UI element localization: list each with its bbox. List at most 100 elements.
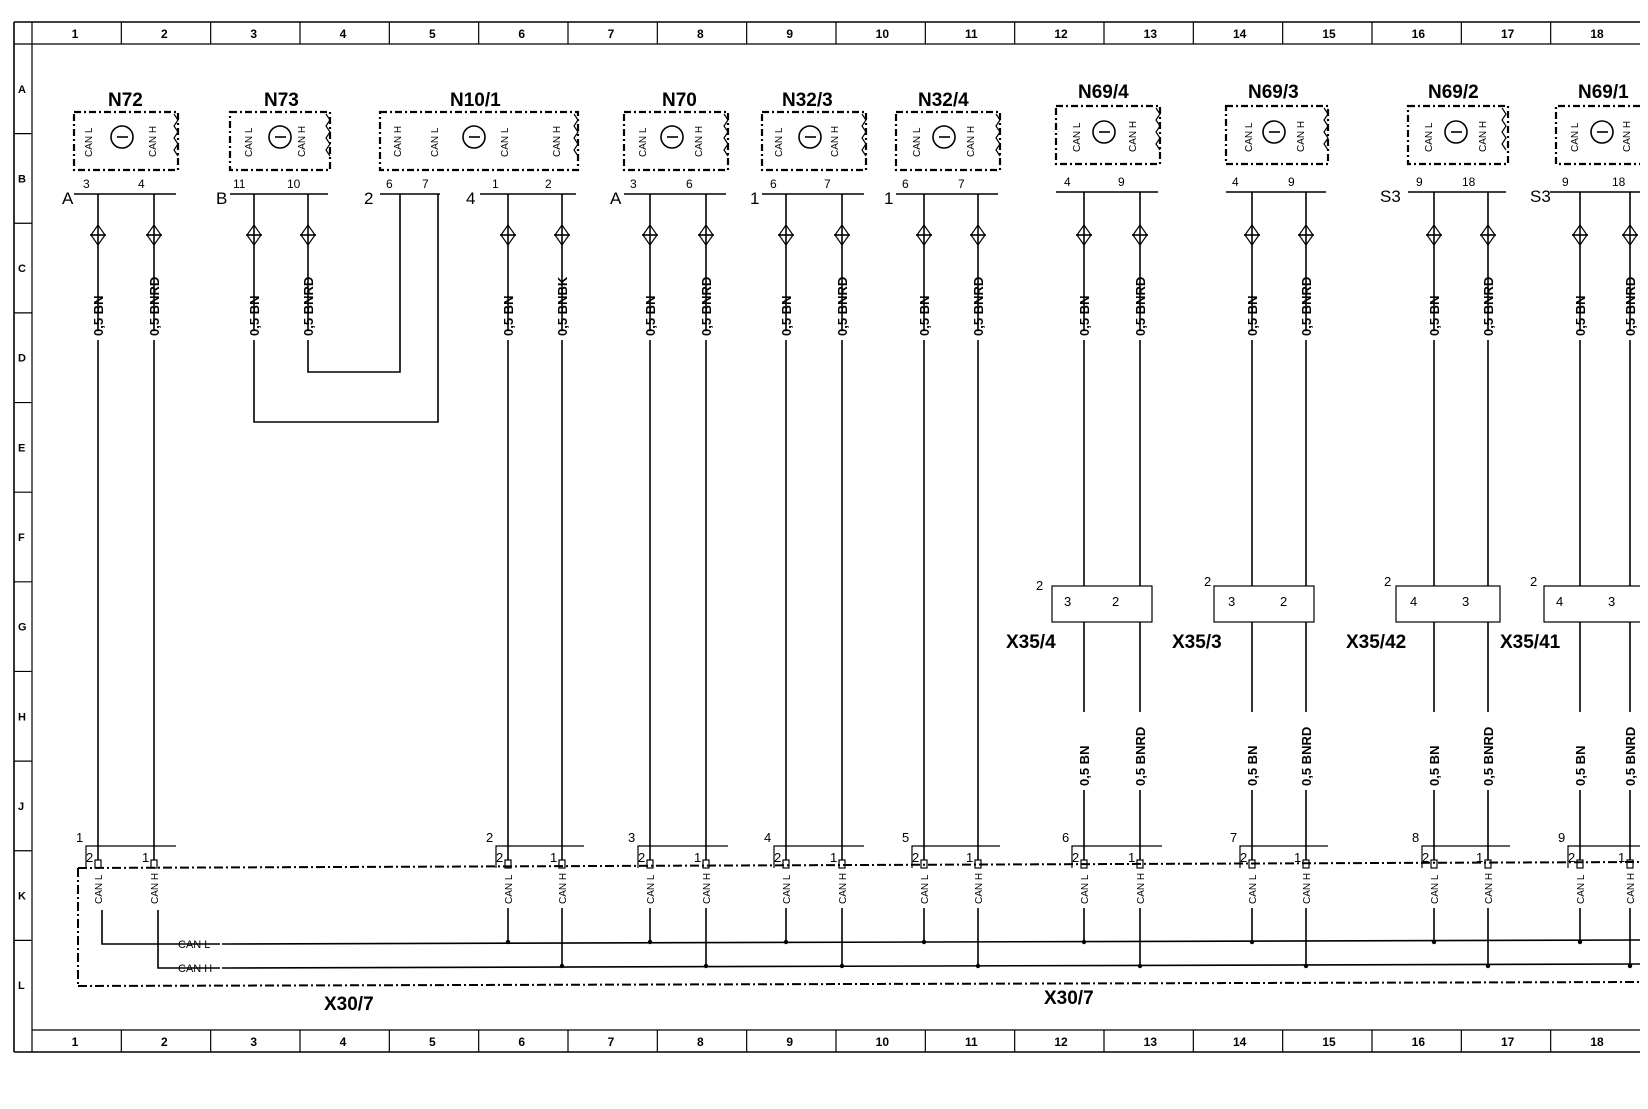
pin-number: 6 (770, 177, 777, 191)
n73-n10-1-link (253, 194, 439, 423)
wire-label: 0,5 BNRD (1133, 277, 1148, 336)
pin-signal: CAN H (393, 126, 404, 157)
pin-number: 3 (1608, 594, 1615, 609)
pin-number: 3 (630, 177, 637, 191)
pin-number: 2 (1240, 850, 1247, 865)
column-number: 5 (429, 1035, 436, 1049)
module-n72: N72 CAN L CAN H A 3 4 (62, 90, 180, 208)
pin-number: 2 (545, 177, 552, 191)
wire-label: 0,5 BN (1245, 296, 1260, 336)
column-number: 4 (340, 27, 347, 41)
pin-signal: CAN H (1296, 121, 1307, 152)
bus-line-label: CAN L (178, 939, 210, 951)
connector-label: X35/4 (1006, 632, 1056, 653)
wire-label: 0,5 BN (247, 296, 262, 336)
wire-label: 0,5 BN (1245, 746, 1260, 786)
module-label: N69/1 (1578, 82, 1629, 103)
wire-label: 0,5 BNRD (1299, 727, 1314, 786)
pin-signal: CAN H (150, 873, 161, 904)
pin-signal: CAN H (974, 873, 985, 904)
pin-number: 2 (912, 850, 919, 865)
module-label: N70 (662, 90, 697, 111)
column-number: 17 (1501, 27, 1515, 41)
group-number: 8 (1412, 830, 1419, 845)
wire-label: 0,5 BN (1077, 296, 1092, 336)
column-number: 13 (1144, 27, 1158, 41)
pin-signal: CAN L (1080, 874, 1091, 904)
pin-contact (838, 859, 846, 869)
column-number: 9 (786, 1035, 793, 1049)
side-label: 2 (364, 189, 373, 208)
pin-contact (1080, 859, 1088, 869)
module-label: N32/4 (918, 90, 969, 111)
connector-x35-4: 2 3 2 X35/4 (1006, 578, 1153, 653)
pin-number: 2 (496, 850, 503, 865)
wire-label: 0,5 BNRD (147, 277, 162, 336)
group-number: 4 (764, 830, 771, 845)
pin-signal: CAN H (1484, 873, 1495, 904)
side-label: A (62, 189, 74, 208)
pin-housing (1071, 845, 1162, 868)
pin-signal: CAN H (694, 126, 705, 157)
row-letter: E (18, 442, 25, 454)
pin-contact (920, 859, 928, 869)
wire-label: 0,5 BN (1573, 746, 1588, 786)
connector-label: X30/7 (324, 994, 374, 1015)
pin-housing (1421, 845, 1510, 868)
pin-number: 2 (1422, 850, 1429, 865)
bus-connector-x30-7: X30/7 X30/7 (77, 861, 1641, 1015)
pin-number: 1 (1128, 850, 1135, 865)
wire-label: 0,5 BN (501, 296, 516, 336)
column-number: 3 (250, 27, 257, 41)
row-letter: J (18, 801, 24, 813)
pin-signal: CAN H (1626, 873, 1637, 904)
pin-signal: CAN H (830, 126, 841, 157)
pin-number: 1 (492, 177, 499, 191)
pin-contact (1248, 859, 1256, 869)
pin-number: 7 (824, 177, 831, 191)
module-label: N72 (108, 90, 143, 111)
wire-label: 0,5 BNRD (1481, 727, 1496, 786)
wire-label: 0,5 BNRD (1623, 277, 1638, 336)
pin-number: 2 (1072, 850, 1079, 865)
pin-signal: CAN L (1244, 122, 1255, 152)
pin-signal: CAN L (244, 127, 255, 157)
column-number: 8 (697, 1035, 704, 1049)
row-letter: C (18, 263, 26, 275)
pin-signal: CAN L (912, 127, 923, 157)
connector-label: X35/42 (1346, 632, 1406, 653)
pin-signal: CAN H (1128, 121, 1139, 152)
pin-number: 2 (1568, 850, 1575, 865)
pin-contact (150, 859, 158, 869)
pin-signal: CAN L (920, 874, 931, 904)
pin-contact (1136, 859, 1144, 869)
pin-signal: CAN H (966, 126, 977, 157)
column-number: 17 (1501, 1035, 1515, 1049)
pin-signal: CAN H (1622, 121, 1633, 152)
column-number: 18 (1590, 27, 1604, 41)
pin-number: 2 (1280, 594, 1287, 609)
column-number: 15 (1322, 1035, 1336, 1049)
pin-number: 9 (1118, 175, 1125, 189)
pin-signal: CAN H (552, 126, 563, 157)
pin-number: 3 (83, 177, 90, 191)
wire-label: 0,5 BNBK (555, 276, 570, 336)
column-number: 14 (1233, 27, 1247, 41)
row-letter: H (18, 711, 26, 723)
pin-number: 6 (902, 177, 909, 191)
pin-number: 7 (422, 177, 429, 191)
pin-housing (637, 845, 728, 868)
column-number: 16 (1412, 27, 1426, 41)
